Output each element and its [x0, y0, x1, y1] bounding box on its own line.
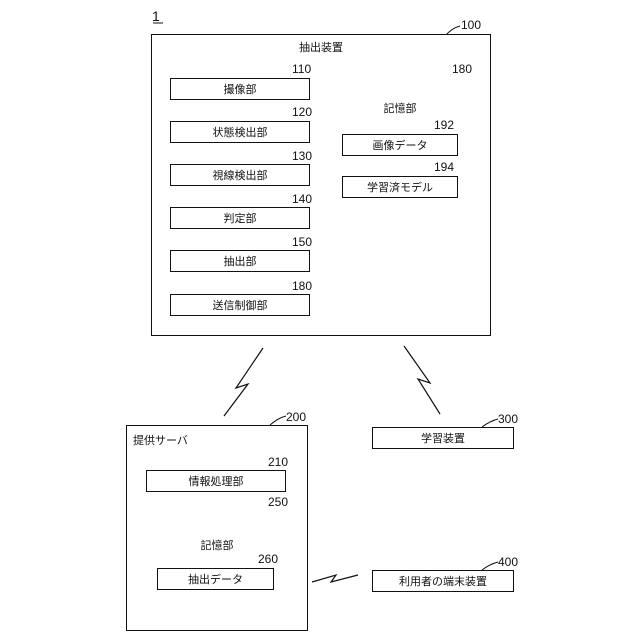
storage-250-ref: 250	[268, 495, 288, 509]
wireless-link-icon-100-200	[224, 348, 263, 416]
system-ref: 1	[152, 8, 160, 24]
storage-item-extracted-data-ref: 260	[258, 552, 278, 566]
wireless-link-icon-200-400	[312, 575, 358, 582]
module-imaging: 撮像部	[170, 78, 310, 100]
extraction-device-ref: 100	[461, 18, 481, 32]
module-state-detection: 状態検出部	[170, 121, 310, 143]
extraction-device-title: 抽出装置	[151, 39, 491, 55]
module-extraction: 抽出部	[170, 250, 310, 272]
storage-250-title: 記憶部	[147, 537, 287, 553]
leader-400	[482, 562, 498, 570]
learning-device-ref: 300	[498, 412, 518, 426]
leader-200	[270, 416, 286, 425]
module-gaze-detection-ref: 130	[292, 149, 312, 163]
module-transmission-control-ref: 180	[292, 279, 312, 293]
module-information-processing-ref: 210	[268, 455, 288, 469]
wireless-link-icon-100-300	[404, 346, 440, 414]
storage-180-ref: 180	[452, 62, 472, 76]
module-state-detection-ref: 120	[292, 105, 312, 119]
module-imaging-ref: 110	[292, 62, 311, 76]
module-gaze-detection: 視線検出部	[170, 164, 310, 186]
module-judgment-ref: 140	[292, 192, 312, 206]
storage-item-extracted-data: 抽出データ	[157, 568, 274, 590]
storage-item-image-data: 画像データ	[342, 134, 458, 156]
module-extraction-ref: 150	[292, 235, 312, 249]
provision-server-ref: 200	[286, 410, 306, 424]
user-terminal-ref: 400	[498, 555, 518, 569]
user-terminal-box: 利用者の端末装置	[372, 570, 514, 592]
storage-item-image-data-ref: 192	[434, 118, 454, 132]
module-transmission-control: 送信制御部	[170, 294, 310, 316]
learning-device-box: 学習装置	[372, 427, 514, 449]
storage-180-title: 記憶部	[330, 100, 470, 116]
storage-item-trained-model: 学習済モデル	[342, 176, 458, 198]
storage-item-trained-model-ref: 194	[434, 160, 454, 174]
module-judgment: 判定部	[170, 207, 310, 229]
module-information-processing: 情報処理部	[146, 470, 286, 492]
provision-server-title: 提供サーバ	[133, 432, 188, 448]
leader-300	[482, 419, 498, 427]
